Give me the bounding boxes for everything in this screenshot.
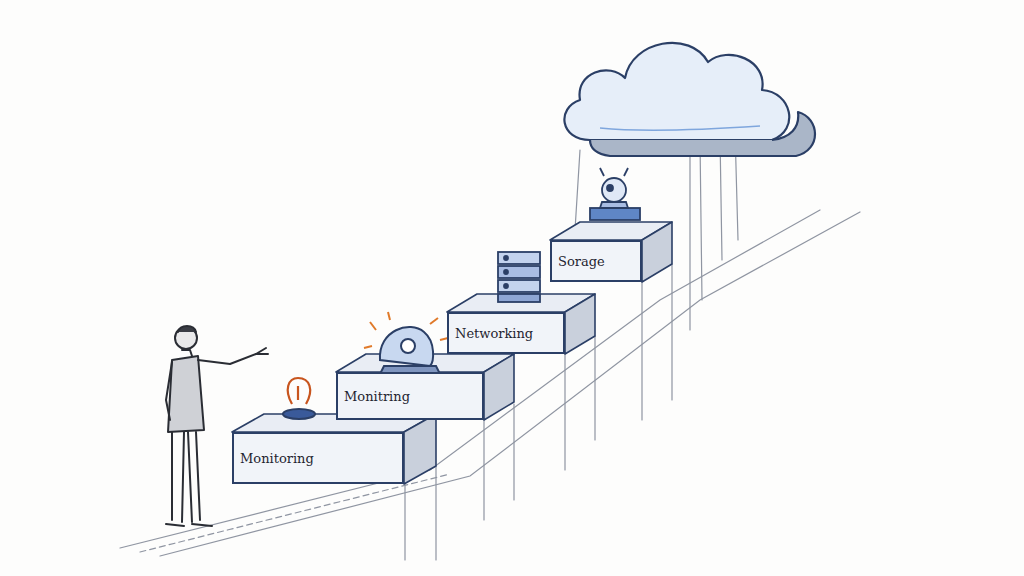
step-box: Sorage xyxy=(550,240,642,282)
step-box: Monitoring xyxy=(232,432,404,484)
step-label: Networking xyxy=(449,326,539,341)
step-label: Monitoring xyxy=(234,451,320,466)
step-box: Networking xyxy=(447,312,565,354)
step-label: Sorage xyxy=(552,254,611,269)
step-label: Monitring xyxy=(338,389,416,404)
step-box: Monitring xyxy=(336,372,484,420)
